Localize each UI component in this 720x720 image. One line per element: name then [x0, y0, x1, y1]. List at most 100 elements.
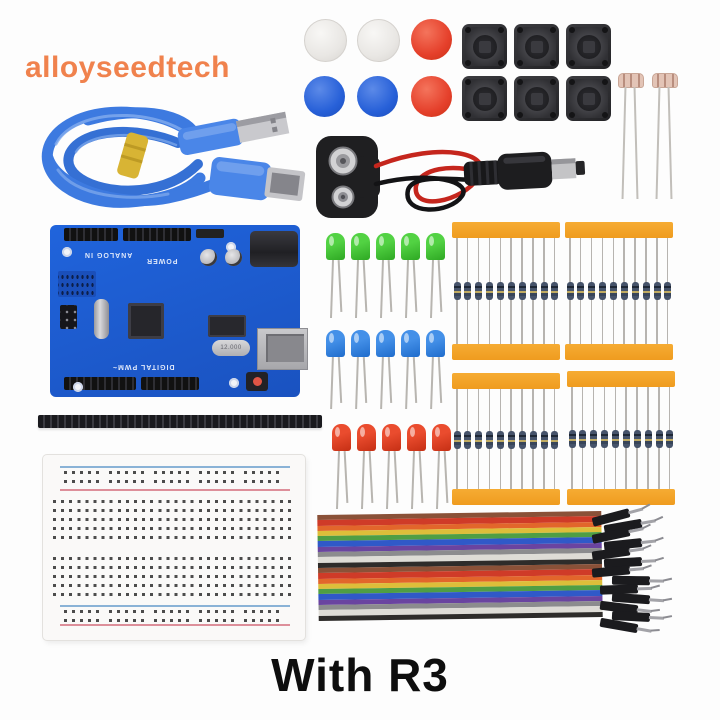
led-dome [332, 424, 351, 451]
resistor-tape [565, 222, 673, 238]
resistor [540, 387, 548, 491]
resistor-body [475, 282, 483, 301]
led-dome [401, 330, 420, 357]
arduino-uno-board: 12.000 ANALOG IN POWER DIGITAL PWM~ [50, 225, 308, 397]
led-dome [357, 424, 376, 451]
led-leg [393, 450, 398, 504]
resistor [653, 236, 661, 346]
tactile-button [462, 76, 507, 121]
led-leg [362, 356, 367, 404]
button-pin [602, 60, 608, 66]
tactile-button [514, 24, 559, 69]
button-pin [550, 60, 556, 66]
led-row [332, 424, 457, 510]
resistor-strip [565, 222, 673, 360]
resistor [579, 385, 587, 491]
resistor [507, 387, 515, 491]
button-cap [357, 19, 400, 62]
button-stem [530, 40, 543, 53]
hole-row [53, 518, 296, 521]
usb-cable [41, 106, 306, 208]
resistor-body [642, 282, 650, 301]
resistor-leads [453, 387, 559, 491]
resistor-leads [568, 385, 674, 491]
resistor-tape [567, 489, 675, 505]
resistor [464, 236, 472, 346]
tactile-button [462, 24, 507, 69]
resistor-body [486, 430, 494, 449]
resistor [568, 385, 576, 491]
usb-b-connector [208, 157, 306, 201]
resistor [610, 236, 617, 346]
caption: With R3 [271, 649, 449, 701]
resistor [551, 387, 559, 491]
button-cap [304, 76, 345, 117]
led [357, 424, 376, 510]
silkscreen-analog: ANALOG IN [84, 251, 133, 258]
led-dome [376, 330, 395, 357]
connector-pin-tip [650, 584, 661, 589]
button-pin [465, 27, 471, 33]
resistor-body [453, 430, 461, 449]
button-cap [411, 19, 452, 60]
tactile-button [566, 76, 611, 121]
resistor-body [588, 282, 596, 301]
button-pin [550, 79, 556, 85]
led [326, 330, 345, 410]
crystal-through-hole [94, 299, 109, 339]
resistor [453, 387, 461, 491]
led-leg [410, 450, 415, 510]
button-pin [569, 60, 575, 66]
led-leg [387, 356, 392, 404]
silkscreen-digital: DIGITAL PWM~ [112, 363, 175, 370]
hole-row [53, 575, 296, 578]
ldr-leg [655, 86, 661, 200]
button-pin [517, 27, 523, 33]
button-pin [550, 27, 556, 33]
ldr-head [618, 73, 644, 88]
connector-pin [636, 626, 652, 633]
button-stem [478, 92, 491, 105]
ldr-leg [667, 86, 673, 200]
button-pin [465, 79, 471, 85]
button-cap [357, 76, 398, 117]
resistor [497, 236, 504, 346]
led-dome [432, 424, 451, 451]
led-leg [418, 450, 423, 504]
resistor-body [631, 282, 639, 301]
dc-barrel-plug [463, 151, 586, 190]
led-leg [443, 450, 448, 504]
resistor-body [610, 282, 617, 301]
led [432, 424, 451, 510]
hole-row [53, 566, 296, 569]
mounting-hole [73, 382, 83, 392]
pin-header [123, 228, 191, 241]
resistor [507, 236, 515, 346]
button-pin [602, 112, 608, 118]
connector-pin [636, 586, 653, 590]
resistor-strip [452, 222, 560, 360]
brand-watermark: alloyseedtech [25, 51, 230, 84]
resistor [529, 387, 537, 491]
button-cap [304, 19, 347, 62]
led-leg [412, 356, 417, 404]
tactile-button [514, 76, 559, 121]
resistor-body [540, 282, 548, 301]
ldr-leg [621, 86, 627, 200]
connector-pin-tip [641, 503, 651, 510]
resistor-body [507, 430, 515, 449]
led-leg [360, 450, 365, 510]
atmega328-chip [128, 303, 164, 339]
led [376, 233, 395, 319]
resistor-strip [567, 371, 675, 505]
led-leg [437, 356, 442, 404]
rail-hole-row [64, 471, 286, 474]
button-pin [569, 27, 575, 33]
led-leg [437, 259, 442, 313]
button-pin [569, 112, 575, 118]
button-pin [498, 60, 504, 66]
led [426, 233, 445, 319]
ldr-head [652, 73, 678, 88]
resistor [644, 385, 652, 491]
button-pin [602, 27, 608, 33]
